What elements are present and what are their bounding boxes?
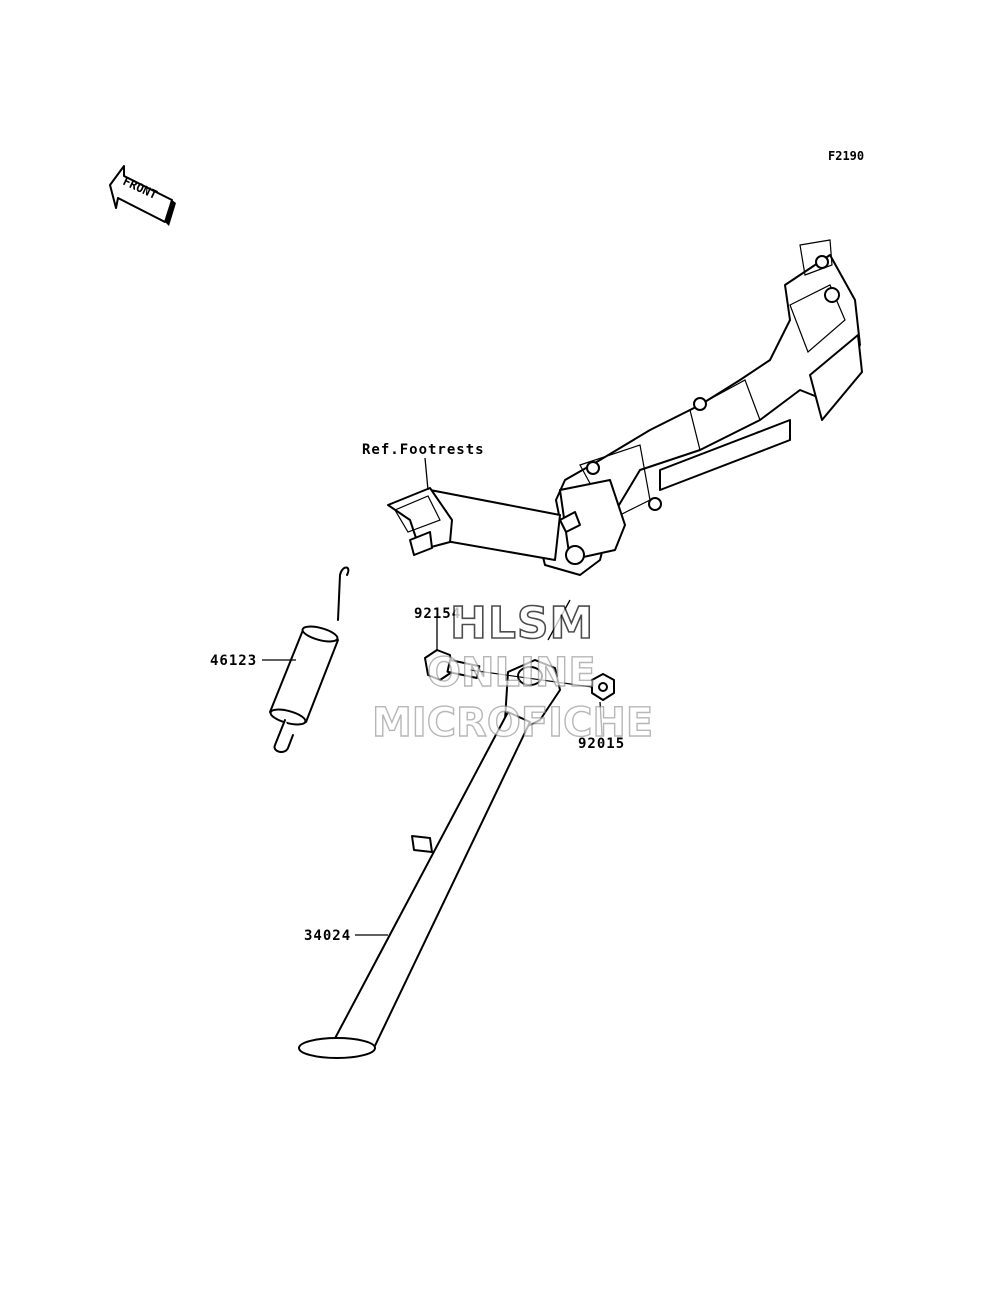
label-34024: 34024	[304, 928, 351, 944]
label-ref-footrests: Ref.Footrests	[362, 442, 485, 458]
nut	[591, 673, 615, 701]
figure-code: F2190	[828, 149, 864, 163]
front-arrow-icon: FRONT	[109, 165, 176, 226]
watermark-line1: HLSM	[450, 598, 594, 649]
frame-bracket	[387, 239, 863, 576]
watermark: HLSM ONLINE MICROFICHE	[371, 597, 654, 747]
label-46123: 46123	[210, 653, 257, 669]
side-stand	[298, 659, 561, 1059]
label-92015: 92015	[578, 736, 625, 752]
leader-lines	[262, 457, 603, 936]
label-92154: 92154	[414, 606, 461, 622]
watermark-line3: MICROFICHE	[372, 700, 653, 746]
spring	[269, 566, 350, 753]
watermark-line2: ONLINE	[427, 650, 596, 696]
